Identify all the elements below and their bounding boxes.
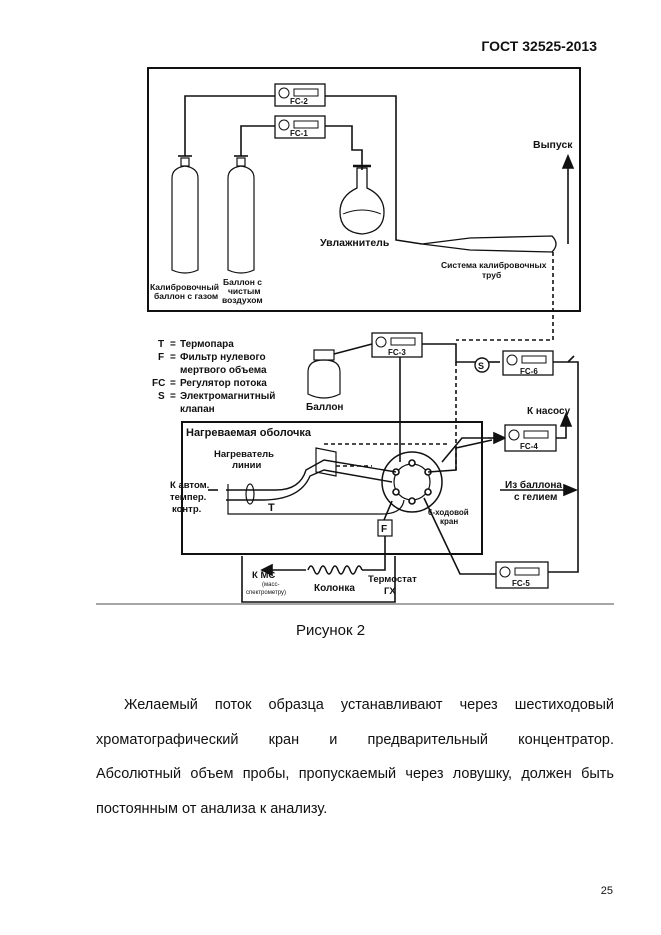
- legend-text-2: мертвого объема: [180, 364, 267, 376]
- auto-temp-label-1: К автом.: [170, 480, 209, 491]
- gc-oven-frame: [241, 556, 396, 603]
- six-port-valve-icon: [381, 451, 443, 513]
- heated-enclosure-frame: [181, 421, 483, 555]
- to-pump-label: К насосу: [527, 406, 571, 417]
- six-port-label-2: кран: [440, 517, 458, 526]
- line-heater-icon: [315, 447, 337, 477]
- solenoid-mark: S: [478, 361, 484, 371]
- legend-text-0: Термопара: [180, 339, 234, 350]
- fc-2-label: FC-2: [290, 97, 308, 106]
- legend-key-3: FC: [152, 378, 165, 389]
- ms-note-1: (масс-: [262, 582, 279, 588]
- clean-air-label-1: Баллон с: [223, 277, 262, 287]
- line-heater-label-1: Нагреватель: [214, 449, 274, 460]
- auto-temp-label-3: контр.: [172, 504, 201, 515]
- body-paragraph: Желаемый поток образца устанавливают чер…: [96, 688, 614, 826]
- thermocouple-mark: T: [268, 502, 275, 514]
- ms-note-2: спектрометру): [246, 590, 286, 596]
- legend: T = Термопара F = Фильтр нулевого мертво…: [152, 339, 275, 415]
- cal-gas-label-2: баллон с газом: [154, 291, 218, 301]
- from-helium-label-2: с гелием: [514, 492, 557, 503]
- cylinder-label: Баллон: [306, 402, 343, 413]
- humidifier-flask-icon: [339, 164, 385, 235]
- legend-text-5: клапан: [180, 404, 215, 415]
- paragraph-line-2: хроматографический кран и предварительны…: [96, 731, 614, 748]
- legend-text-1: Фильтр нулевого: [180, 352, 266, 363]
- legend-eq-4: =: [170, 391, 176, 402]
- paragraph-line-4: постоянным от анализа к анализу.: [96, 800, 328, 817]
- page-number: 25: [600, 885, 613, 897]
- thermostat-label-2: ГХ: [384, 586, 396, 597]
- fc-5-label: FC-5: [512, 579, 530, 588]
- cal-gas-label-1: Калибровочный: [150, 282, 219, 292]
- legend-key-4: S: [158, 391, 165, 402]
- legend-eq-0: =: [170, 339, 176, 350]
- calibration-system-frame: [147, 67, 581, 312]
- clean-air-label-3: воздухом: [222, 295, 263, 305]
- humidifier-label: Увлажнитель: [320, 237, 390, 249]
- auto-temp-label-2: темпер.: [170, 492, 206, 503]
- figure-caption: Рисунок 2: [295, 622, 366, 639]
- legend-eq-1: =: [170, 352, 176, 363]
- legend-eq-3: =: [170, 378, 176, 389]
- thermostat-label-1: Термостат: [368, 574, 417, 585]
- clean-air-cylinder-icon: [227, 155, 255, 274]
- paragraph-line-1: Желаемый поток образца устанавливают чер…: [124, 697, 614, 713]
- fc-6-label: FC-6: [520, 367, 538, 376]
- column-label: Колонка: [314, 583, 355, 594]
- figure-diagram: FC-2 FC-1 FC-3 FC-6 FC-4 FC-5 Увлажнител…: [96, 67, 614, 605]
- calib-tube-label-1: Система калибровочных: [441, 260, 547, 270]
- calibration-gas-cylinder-icon: [171, 155, 199, 274]
- to-ms-label: К МС: [252, 570, 275, 581]
- paragraph-line-3: Абсолютный объем пробы, пропускаемый чер…: [96, 766, 614, 782]
- fc-4-label: FC-4: [520, 442, 538, 451]
- from-helium-label-1: Из баллона: [505, 479, 562, 491]
- filter-mark: F: [381, 524, 387, 535]
- outlet-label: Выпуск: [533, 139, 573, 151]
- fc-3-label: FC-3: [388, 348, 406, 357]
- legend-text-4: Электромагнитный: [180, 391, 275, 402]
- column-coil-icon: [307, 565, 363, 575]
- legend-key-0: T: [158, 339, 164, 350]
- heated-enclosure-label: Нагреваемая оболочка: [186, 427, 312, 439]
- solenoid-valve-icon: [474, 357, 490, 373]
- calibration-tube-icon: [421, 235, 557, 253]
- standard-number: ГОСТ 32525-2013: [481, 38, 597, 54]
- legend-text-3: Регулятор потока: [180, 378, 267, 389]
- clean-air-label-2: чистым: [228, 286, 261, 296]
- six-port-label-1: 6-ходовой: [428, 508, 469, 517]
- line-heater-label-2: линии: [232, 460, 261, 471]
- fc-1-label: FC-1: [290, 129, 308, 138]
- legend-key-1: F: [158, 352, 164, 363]
- balloon-cylinder-icon: [307, 349, 341, 399]
- calib-tube-label-2: труб: [482, 270, 501, 280]
